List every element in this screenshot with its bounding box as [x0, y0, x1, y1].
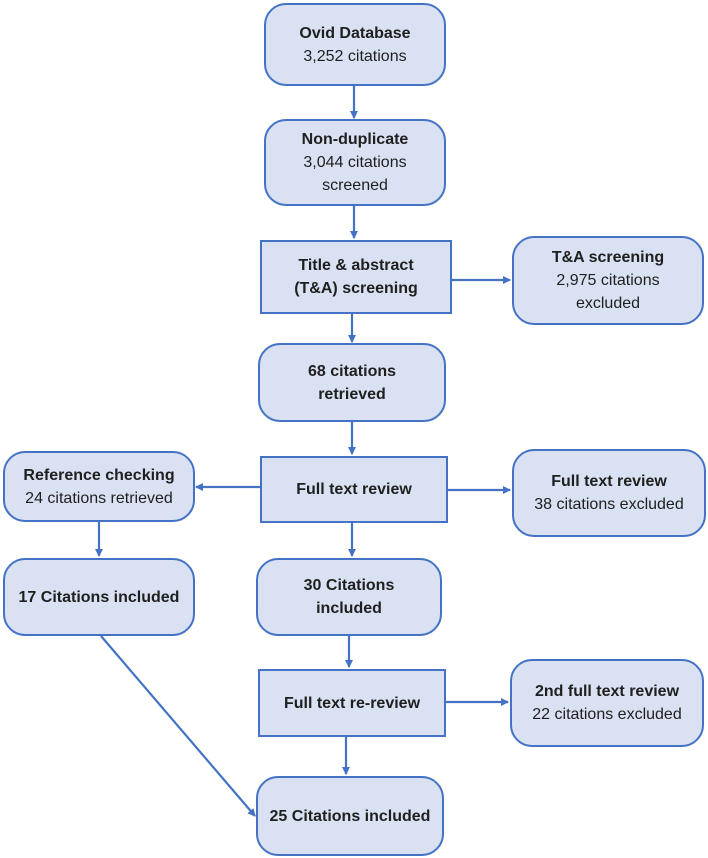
title-abstract-screening-line1: Title & abstract — [298, 257, 414, 274]
ta-screening-excluded-box: T&A screening 2,975 citations excluded — [512, 236, 704, 325]
full-text-excluded-box: Full text review 38 citations excluded — [512, 449, 706, 537]
second-full-text-review-title: 2nd full text review — [534, 683, 680, 700]
non-duplicate-title: Non-duplicate — [301, 131, 409, 148]
included-30-box: 30 Citations included — [256, 558, 442, 636]
full-text-re-review-title: Full text re-review — [283, 694, 421, 712]
included-25-title: 25 Citations included — [269, 807, 431, 825]
reference-checking-box: Reference checking 24 citations retrieve… — [3, 451, 195, 522]
non-duplicate-box: Non-duplicate 3,044 citations screened — [264, 119, 446, 206]
full-text-excluded-count: 38 citations excluded — [534, 496, 684, 513]
non-duplicate-count: 3,044 citations — [303, 154, 407, 171]
reference-checking-count: 24 citations retrieved — [25, 489, 173, 507]
non-duplicate-status: screened — [322, 177, 388, 194]
reference-checking-title: Reference checking — [23, 466, 175, 484]
ovid-database-box: Ovid Database 3,252 citations — [264, 3, 446, 86]
citations-retrieved-line1: 68 citations — [307, 362, 397, 380]
full-text-review-box: Full text review — [260, 456, 448, 523]
second-full-text-review-box: 2nd full text review 22 citations exclud… — [510, 659, 704, 747]
arrow-included17-to-included25 — [100, 635, 256, 817]
second-full-text-review-count: 22 citations excluded — [532, 706, 682, 723]
included-17-title: 17 Citations included — [18, 588, 180, 606]
included-30-line1: 30 Citations — [303, 577, 395, 594]
full-text-re-review-box: Full text re-review — [258, 669, 446, 737]
included-25-box: 25 Citations included — [256, 776, 444, 856]
ta-screening-excluded-count: 2,975 citations — [556, 272, 660, 289]
ovid-database-count: 3,252 citations — [303, 47, 407, 65]
full-text-review-title: Full text review — [296, 481, 412, 498]
citations-retrieved-box: 68 citations retrieved — [258, 343, 446, 422]
ta-screening-excluded-status: excluded — [575, 295, 641, 312]
title-abstract-screening-box: Title & abstract (T&A) screening — [260, 240, 452, 314]
included-17-box: 17 Citations included — [3, 558, 195, 636]
title-abstract-screening-line2: (T&A) screening — [294, 280, 418, 297]
full-text-excluded-title: Full text review — [551, 473, 667, 490]
ovid-database-title: Ovid Database — [299, 24, 411, 42]
citations-retrieved-line2: retrieved — [318, 385, 386, 403]
ta-screening-excluded-title: T&A screening — [551, 249, 665, 266]
included-30-line2: included — [316, 600, 382, 617]
